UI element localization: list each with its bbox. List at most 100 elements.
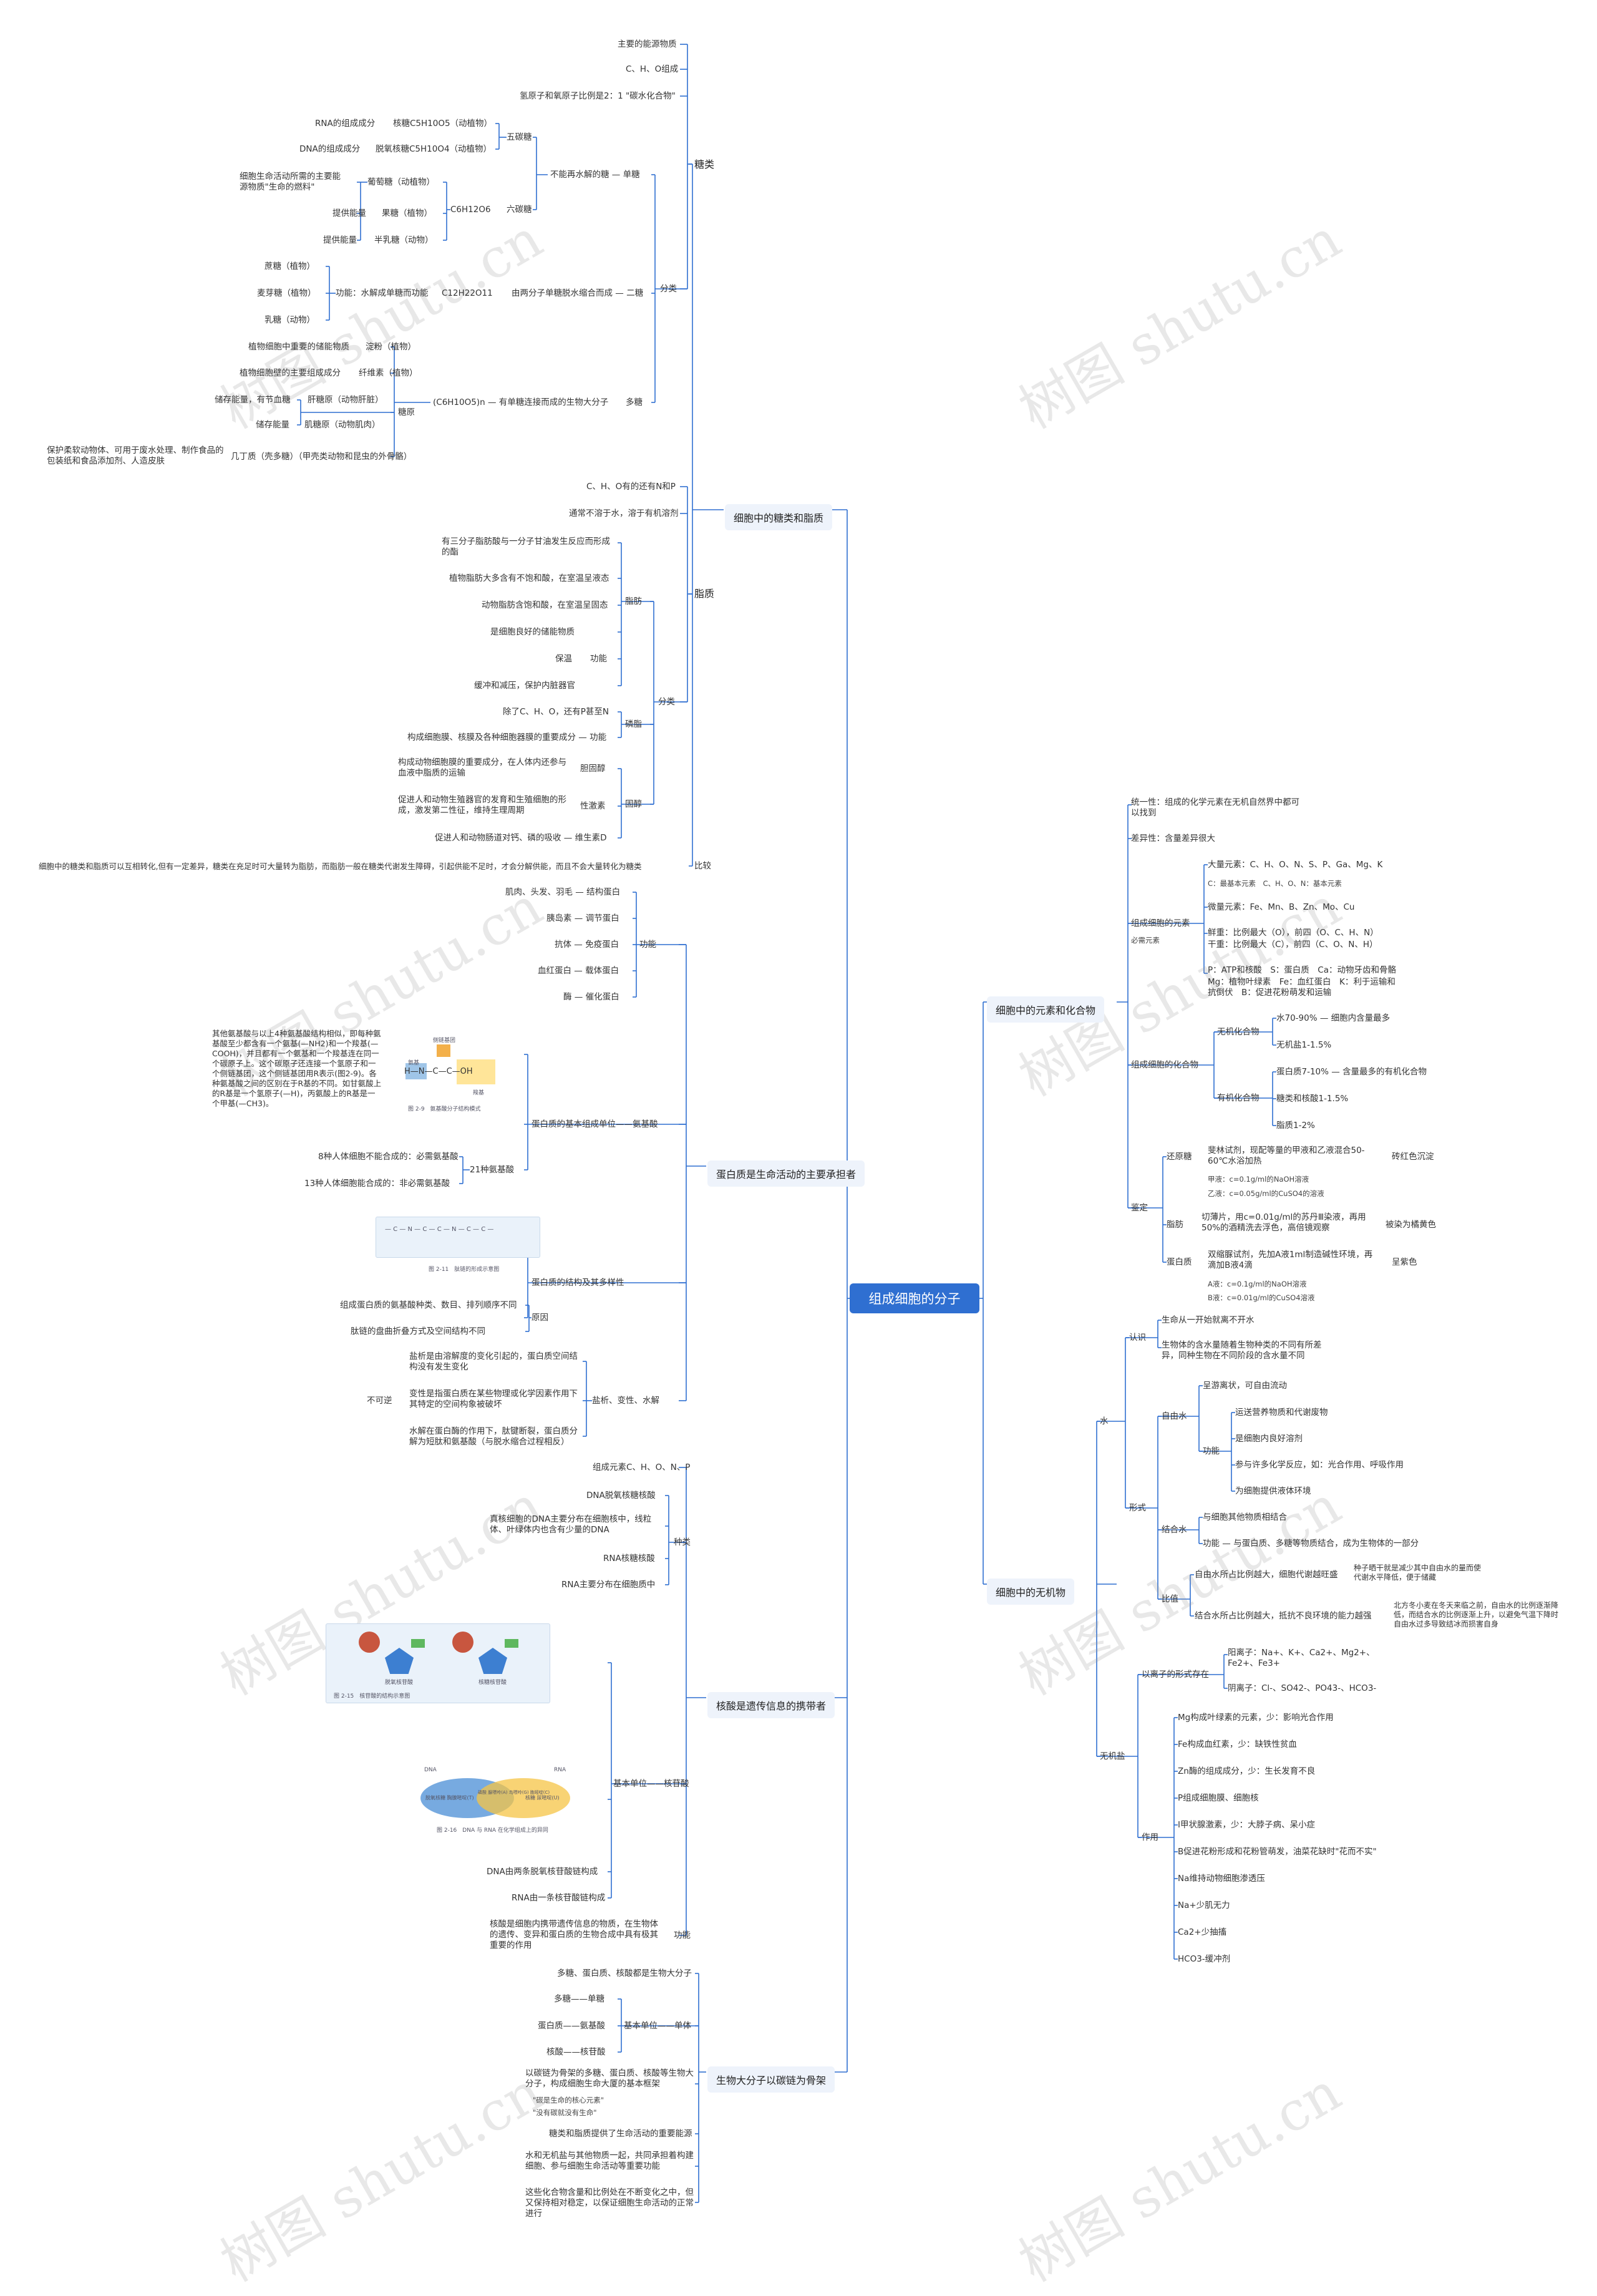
node: 蛋白质的结构及其多样性 [532, 1278, 624, 1288]
node: 核糖C5H10O5（动植物） [393, 119, 493, 129]
image-label: 脱氧核苷酸 [385, 1680, 414, 1686]
node: 结合水 [1162, 1525, 1187, 1535]
node: RNA主要分布在细胞质中 [561, 1580, 656, 1590]
node: 半乳糖（动物） [374, 235, 434, 245]
node: Na+少肌无力 [1178, 1900, 1230, 1910]
image-label: 氨基 [408, 1060, 420, 1066]
node: 胆固醇 [580, 764, 606, 774]
amino-acid-diagram: 侧链基团 H—N—C—C—OH 氨基 羧基 图 2-9 氨基酸分子结构模式 [399, 1034, 507, 1116]
node: 肽链的盘曲折叠方式及空间结构不同 [351, 1326, 485, 1336]
node: 蛋白质——氨基酸 [538, 2021, 605, 2031]
node: 鉴定 [1131, 1203, 1148, 1213]
node: 通常不溶于水，溶于有机溶剂 [569, 508, 679, 518]
node: 功能 [639, 940, 656, 950]
node: 微量元素：Fe、Mn、B、Zn、Mo、Cu [1208, 902, 1355, 912]
node: 双缩脲试剂，先加A液1ml制造碱性环境，再滴加B液4滴 [1208, 1250, 1373, 1270]
node: 乳糖（动物） [265, 315, 315, 325]
node: 认识 [1129, 1333, 1146, 1343]
node: 自由水所占比例越大，细胞代谢越旺盛 [1195, 1570, 1338, 1580]
node: RNA的组成成分 [315, 119, 376, 129]
node: 氢原子和氧原子比例是2：1 "碳水化合物" [520, 91, 676, 101]
node: 分类 [660, 284, 677, 294]
node: 储存能量 [256, 420, 289, 430]
node: P组成细胞膜、细胞核 [1178, 1793, 1259, 1803]
node: 真核细胞的DNA主要分布在细胞核中，线粒体、叶绿体内也含有少量的DNA [490, 1514, 652, 1535]
node: P：ATP和核酸 S：蛋白质 Ca：动物牙齿和骨骼 [1208, 965, 1396, 975]
carboxyl-block [457, 1059, 495, 1084]
node: Na维持动物细胞渗透压 [1178, 1874, 1265, 1884]
node: 抗体 — 免疫蛋白 [555, 940, 619, 950]
nucleotide-structure-diagram: 脱氧核苷酸 核糖核苷酸 图 2-15 核苷酸的结构示意图 [326, 1623, 550, 1703]
node: 提供能量 [323, 235, 357, 245]
node: 促进人和动物生殖器官的发育和生殖细胞的形成，激发第二性征，维持生理周期 [398, 795, 566, 815]
node: I甲状腺激素，少：大脖子病、呆小症 [1178, 1820, 1315, 1830]
node: 21种氨基酸 [470, 1165, 515, 1175]
node-lipid: 脂质 [694, 588, 715, 600]
node: 盐析是由溶解度的变化引起的，蛋白质空间结构没有发生变化 [409, 1351, 578, 1372]
node: 固醇 [625, 799, 642, 809]
branch-protein[interactable]: 蛋白质是生命活动的主要承担者 [707, 1160, 865, 1187]
node: 多糖——单糖 [554, 1994, 604, 2004]
node: C6H12O6 [450, 205, 491, 215]
root-node[interactable]: 组成细胞的分子 [850, 1283, 979, 1313]
phosphate-icon [452, 1632, 473, 1653]
branch-carb-lipid[interactable]: 细胞中的糖类和脂质 [725, 504, 833, 530]
node: 被染为橘黄色 [1386, 1220, 1436, 1230]
node: 原因 [532, 1313, 548, 1323]
node: 差异性：含量差异很大 [1131, 834, 1215, 844]
node: 8种人体细胞不能合成的：必需氨基酸 [318, 1152, 459, 1162]
node: 植物脂肪大多含有不饱和酸，在室温呈液态 [449, 573, 609, 583]
amino-block [405, 1063, 427, 1079]
node: 除了C、H、O，还有P甚至N [503, 707, 609, 717]
node: 13种人体细胞能合成的：非必需氨基酸 [304, 1179, 450, 1189]
node: 水 [1100, 1416, 1109, 1426]
branch-nucleic[interactable]: 核酸是遗传信息的携带者 [707, 1692, 835, 1718]
node: 多糖 [626, 397, 643, 407]
node: 功能 [590, 654, 607, 664]
node: 麦芽糖（植物） [257, 288, 316, 298]
node: 水和无机盐与其他物质一起，共同承担着构建细胞、参与细胞生命活动等重要功能 [525, 2151, 694, 2171]
node: 盐析、变性、水解 [592, 1396, 659, 1406]
node: 葡萄糖（动植物） [367, 177, 435, 187]
node: 结合水所占比例越大，抵抗不良环境的能力越强 [1195, 1611, 1372, 1621]
node: RNA核糖核酸 [603, 1554, 655, 1564]
node: 细胞中的糖类和脂质可以互相转化,但有一定差异，糖类在充足时可大量转为脂肪，而脂肪… [39, 862, 642, 871]
chain-formula-icon: — C — N — C — C — N — C — C — [385, 1226, 494, 1233]
node: B促进花粉形成和花粉管萌发，油菜花缺时"花而不实" [1178, 1847, 1377, 1857]
branch-macro[interactable]: 生物大分子以碳链为骨架 [707, 2066, 835, 2093]
node: 为细胞提供液体环境 [1235, 1486, 1311, 1496]
node: 呈紫色 [1392, 1257, 1417, 1267]
node: C12H22O11 [442, 288, 493, 298]
node: 核酸是细胞内携带遗传信息的物质，在生物体的遗传、变异和蛋白质的生物合成中具有极其… [490, 1919, 658, 1950]
node: A液：c=0.1g/ml的NaOH溶液 [1208, 1280, 1307, 1288]
branch-inorganic[interactable]: 细胞中的无机物 [987, 1578, 1075, 1605]
node: 功能 [1203, 1446, 1220, 1456]
image-label: 核糖 尿嘧啶(U) [525, 1795, 560, 1801]
node: 脱氧核糖C5H10O4（动植物） [376, 144, 492, 154]
node: 组成细胞的元素 [1131, 918, 1190, 928]
node: Zn酶的组成成分，少：生长发育不良 [1178, 1766, 1316, 1776]
node: 保护柔软动物体、可用于废水处理、制作食品的包装纸和食品添加剂、人造皮肤 [47, 445, 224, 466]
node: 比值 [1162, 1594, 1178, 1604]
node: 蛋白质7-10% — 含量最多的有机化合物 [1276, 1067, 1427, 1077]
node: B液：c=0.01g/ml的CuSO4溶液 [1208, 1293, 1315, 1302]
rna-ellipse [477, 1778, 570, 1818]
node: 是细胞内良好溶剂 [1235, 1434, 1303, 1444]
node: 基本单位——核苷酸 [613, 1779, 689, 1789]
image-label: DNA [424, 1767, 437, 1773]
branch-elements[interactable]: 细胞中的元素和化合物 [987, 996, 1105, 1023]
image-label: RNA [554, 1767, 566, 1773]
node: 促进人和动物肠道对钙、磷的吸收 — 维生素D [435, 833, 607, 843]
image-caption: 图 2-15 核苷酸的结构示意图 [334, 1693, 410, 1700]
node: 阴离子：Cl-、SO42-、PO43-、HCO3- [1228, 1683, 1377, 1693]
node: 生命从一开始就离不开水 [1162, 1315, 1255, 1325]
node: 构成动物细胞膜的重要成分，在人体内还参与血液中脂质的运输 [398, 757, 566, 778]
node: C：最基本元素 C、H、O、N：基本元素 [1208, 879, 1342, 888]
node: 无机盐 [1100, 1751, 1125, 1761]
node: Ca2+少抽搐 [1178, 1927, 1227, 1937]
image-caption: 图 2-9 氨基酸分子结构模式 [408, 1106, 481, 1112]
node: 分类 [658, 697, 675, 707]
node: 不能再水解的糖 — 单糖 [550, 170, 640, 180]
node: 以碳链为骨架的多糖、蛋白质、核酸等生物大分子，构成细胞生命大厦的基本框架 [525, 2068, 694, 2089]
node: RNA由一条核苷酸链构成 [512, 1893, 606, 1903]
